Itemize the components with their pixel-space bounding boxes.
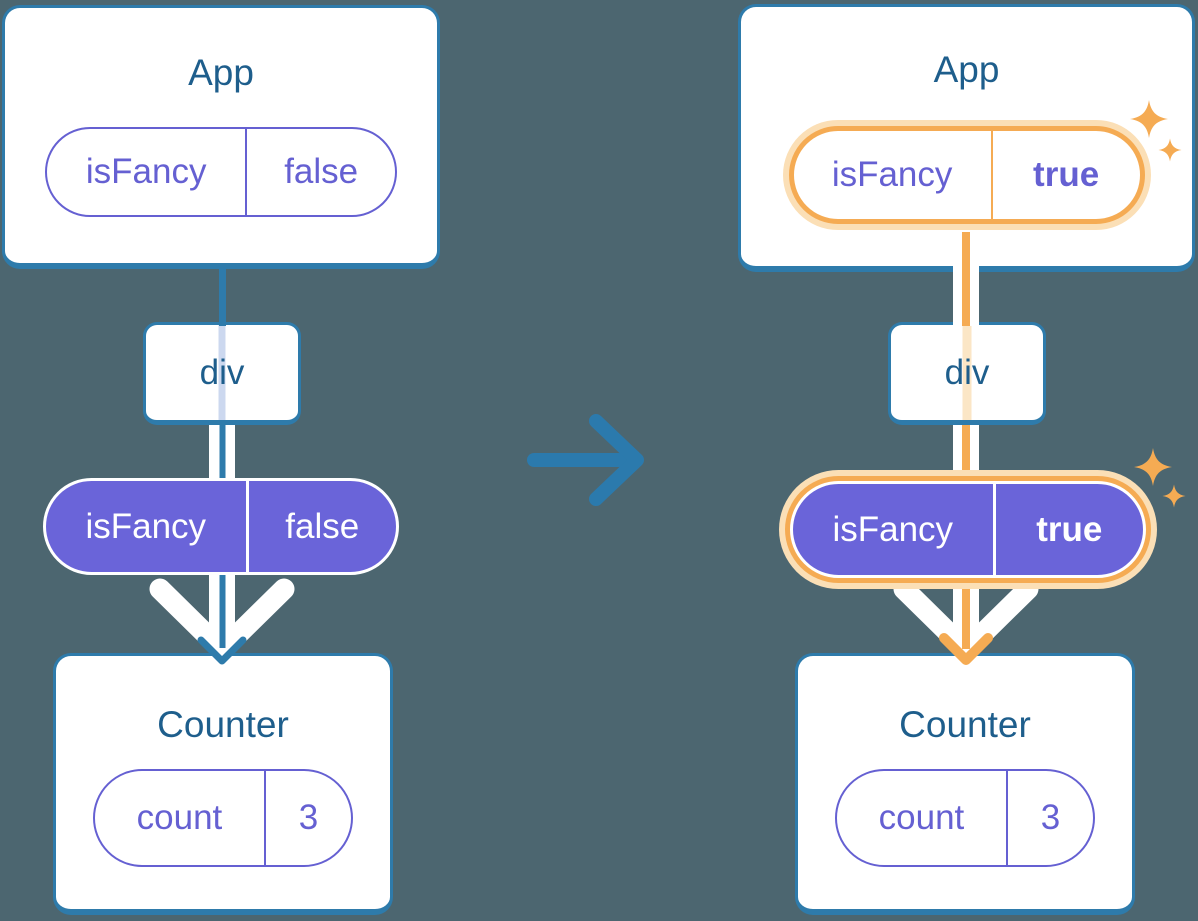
component-title: div [199, 352, 245, 392]
component-title: Counter [899, 704, 1031, 745]
component-title: div [944, 352, 990, 392]
prop-name: isFancy [46, 481, 249, 572]
div-card-left: div [143, 322, 301, 425]
prop-pill-left: isFancy false [43, 478, 399, 575]
state-pill: isFancy false [45, 127, 397, 217]
arrow-down-icon [893, 578, 1039, 661]
arrow-right-icon [527, 414, 644, 506]
arrow-down-icon [149, 578, 295, 661]
state-name: isFancy [794, 131, 993, 219]
counter-card-right: Counter count 3 [795, 653, 1135, 915]
prop-value: false [285, 506, 360, 546]
state-name: isFancy [47, 129, 248, 215]
state-value: false [284, 152, 359, 191]
state-value: 3 [298, 798, 319, 837]
app-card-left: App isFancy false [2, 5, 440, 269]
pass-through-line [218, 325, 226, 420]
div-card-right: div [888, 322, 1046, 425]
state-name: count [837, 771, 1008, 865]
component-title: App [188, 52, 254, 93]
state-value: true [1033, 155, 1100, 194]
pass-through-line [962, 325, 972, 420]
right-tree-connectors [893, 232, 1039, 665]
state-pill: count 3 [93, 769, 353, 867]
prop-name: isFancy [793, 484, 996, 575]
counter-card-left: Counter count 3 [53, 653, 393, 915]
prop-value: true [1036, 509, 1103, 549]
state-value: 3 [1040, 798, 1061, 837]
state-name: count [95, 771, 266, 865]
component-title: Counter [157, 704, 289, 745]
component-title: App [933, 49, 1000, 90]
prop-pill-right-highlighted: isFancy true [790, 481, 1146, 578]
state-pill-highlighted: isFancy true [788, 126, 1145, 224]
app-card-right: App isFancy true [738, 4, 1195, 272]
state-pill: count 3 [835, 769, 1095, 867]
